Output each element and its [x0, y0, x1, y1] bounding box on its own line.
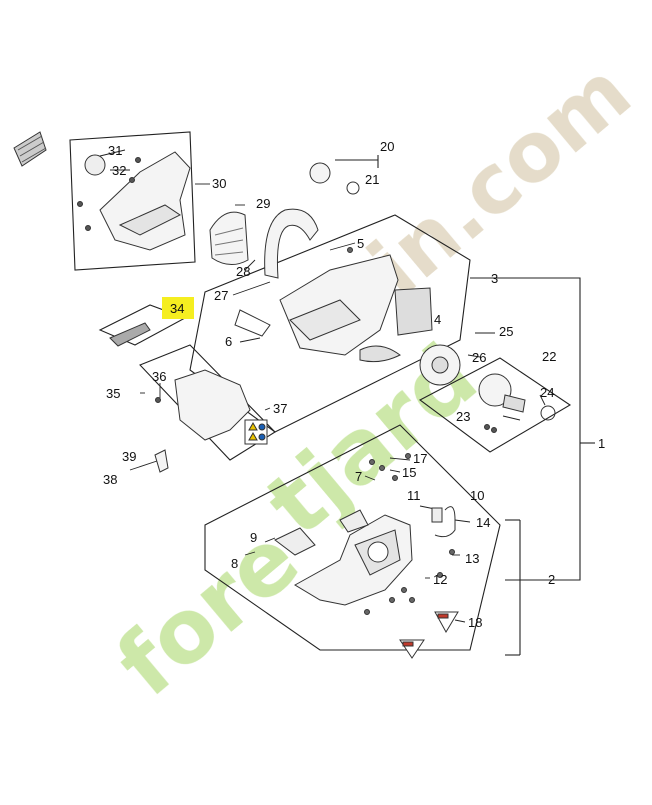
choke-lever-icon — [109, 322, 151, 347]
callout-3[interactable]: 3 — [491, 271, 498, 286]
callout-27[interactable]: 27 — [214, 288, 228, 303]
callout-25[interactable]: 25 — [499, 324, 513, 339]
box-22 — [418, 357, 572, 453]
screws-icon — [347, 247, 455, 615]
callout-13[interactable]: 13 — [465, 551, 479, 566]
callout-1[interactable]: 1 — [598, 436, 605, 451]
oil-pump-icon — [478, 373, 556, 433]
callout-24[interactable]: 24 — [540, 385, 554, 400]
callout-15[interactable]: 15 — [402, 465, 416, 480]
decal-icon — [399, 611, 459, 659]
callout-28[interactable]: 28 — [236, 264, 250, 279]
callout-17[interactable]: 17 — [413, 451, 427, 466]
callout-18[interactable]: 18 — [468, 615, 482, 630]
callout-22[interactable]: 22 — [542, 349, 556, 364]
callout-35[interactable]: 35 — [106, 386, 120, 401]
fan-cover-icon — [209, 211, 249, 265]
cover-icon — [155, 369, 251, 441]
callout-36[interactable]: 36 — [152, 369, 166, 384]
callout-34[interactable]: 34 — [170, 301, 184, 316]
callout-4[interactable]: 4 — [434, 312, 441, 327]
callout-32[interactable]: 32 — [112, 163, 126, 178]
callout-31[interactable]: 31 — [108, 143, 122, 158]
callout-6[interactable]: 6 — [225, 334, 232, 349]
sprocket-icon — [419, 344, 461, 386]
housing-icon — [234, 254, 433, 363]
callout-7[interactable]: 7 — [355, 469, 362, 484]
callout-37[interactable]: 37 — [273, 401, 287, 416]
callout-14[interactable]: 14 — [476, 515, 490, 530]
callout-21[interactable]: 21 — [365, 172, 379, 187]
box-3 — [189, 214, 471, 433]
callout-9[interactable]: 9 — [250, 530, 257, 545]
knob-icon — [309, 162, 360, 195]
warning-label-icon — [244, 419, 268, 445]
box-30 — [69, 131, 196, 271]
callout-29[interactable]: 29 — [256, 196, 270, 211]
shroud-part-icon — [77, 151, 191, 251]
box-2 — [204, 424, 501, 651]
muffler-part-icon — [13, 131, 47, 167]
callout-26[interactable]: 26 — [472, 350, 486, 365]
callout-23[interactable]: 23 — [456, 409, 470, 424]
callout-2[interactable]: 2 — [548, 572, 555, 587]
crankcase-icon — [274, 509, 413, 606]
callout-12[interactable]: 12 — [433, 572, 447, 587]
callout-numbers: 31 32 30 20 21 29 28 27 5 3 4 6 34 25 26… — [103, 139, 605, 630]
callout-10[interactable]: 10 — [470, 488, 484, 503]
callout-30[interactable]: 30 — [212, 176, 226, 191]
bracket-1 — [470, 277, 581, 581]
callout-5[interactable]: 5 — [357, 236, 364, 251]
callout-20[interactable]: 20 — [380, 139, 394, 154]
callout-38[interactable]: 38 — [103, 472, 117, 487]
handle-icon — [264, 208, 319, 279]
part-sketches — [13, 131, 556, 659]
callout-8[interactable]: 8 — [231, 556, 238, 571]
callout-11[interactable]: 11 — [407, 488, 421, 503]
lever-icon — [154, 449, 169, 473]
callout-39[interactable]: 39 — [122, 449, 136, 464]
fuel-line-icon — [431, 506, 456, 538]
highlight-34 — [162, 297, 194, 319]
